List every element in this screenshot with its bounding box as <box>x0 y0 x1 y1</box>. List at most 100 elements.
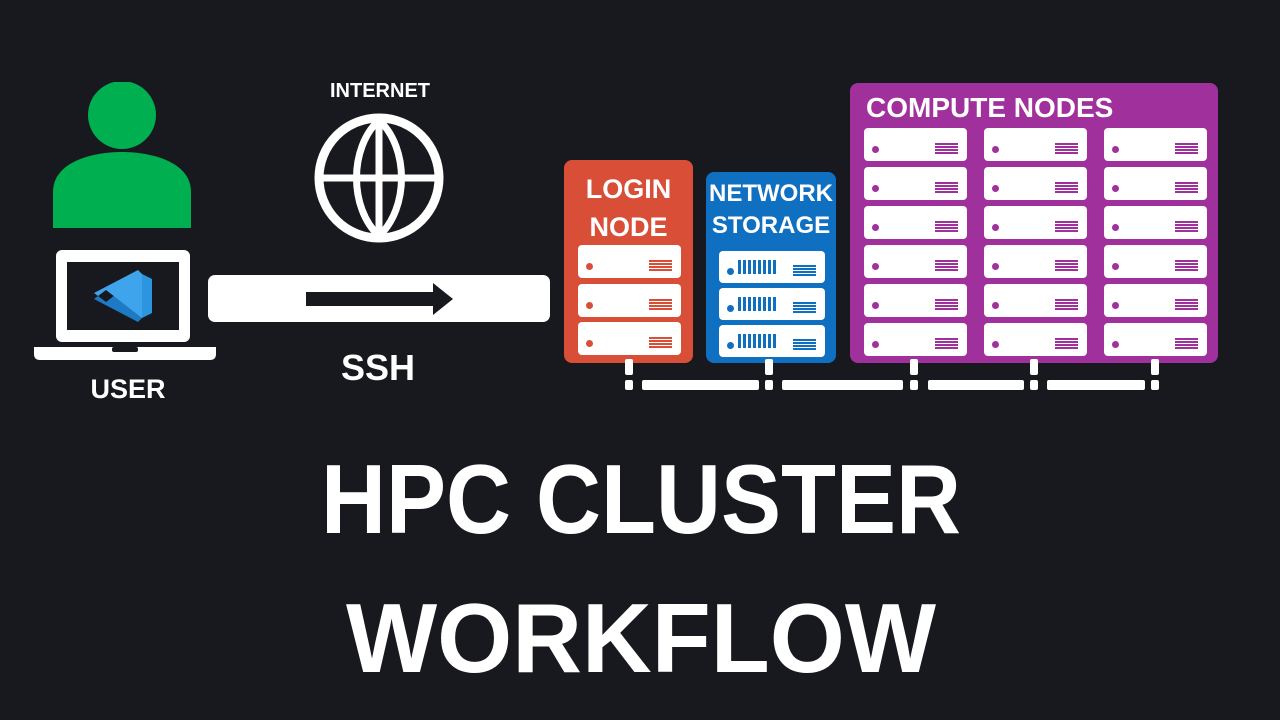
server-unit <box>984 323 1087 356</box>
login-node-title: LOGIN NODE <box>585 174 672 242</box>
server-unit <box>578 283 681 317</box>
network-cable <box>910 359 918 375</box>
status-led-icon <box>992 302 999 309</box>
vent-lines-icon <box>793 302 816 313</box>
network-cable <box>1030 380 1038 390</box>
vent-lines-icon <box>1175 338 1198 349</box>
server-unit <box>984 206 1087 239</box>
status-led-icon <box>872 146 879 153</box>
server-unit <box>864 167 967 200</box>
server-unit <box>864 245 967 278</box>
status-led-icon <box>992 185 999 192</box>
network-cable <box>910 380 918 390</box>
status-led-icon <box>872 224 879 231</box>
vent-lines-icon <box>1055 143 1078 154</box>
server-unit <box>864 206 967 239</box>
vent-lines-icon <box>649 260 672 271</box>
vent-lines-icon <box>935 182 958 193</box>
vent-lines-icon <box>1175 299 1198 310</box>
network-cable <box>625 359 633 375</box>
server-unit <box>984 245 1087 278</box>
status-led-icon <box>1112 302 1119 309</box>
server-unit <box>1104 284 1207 317</box>
server-unit <box>719 251 825 283</box>
server-unit <box>984 128 1087 161</box>
network-cable <box>782 380 903 390</box>
vent-lines-icon <box>1055 338 1078 349</box>
vent-lines-icon <box>1175 221 1198 232</box>
arrow-right-icon <box>306 283 453 315</box>
vent-lines-icon <box>1055 221 1078 232</box>
status-led-icon <box>1112 263 1119 270</box>
server-unit <box>719 325 825 357</box>
drive-bays-icon <box>738 297 776 311</box>
network-cable <box>1030 359 1038 375</box>
server-unit <box>578 322 681 355</box>
status-led-icon <box>992 146 999 153</box>
laptop-icon <box>34 250 216 360</box>
network-cable <box>625 380 633 390</box>
network-cable <box>765 359 773 375</box>
network-cable <box>765 380 773 390</box>
server-unit <box>1104 128 1207 161</box>
internet-label: INTERNET <box>330 80 430 102</box>
vent-lines-icon <box>793 339 816 350</box>
status-led-icon <box>586 301 593 309</box>
status-led-icon <box>727 305 734 312</box>
status-led-icon <box>727 268 734 275</box>
status-led-icon <box>727 342 734 349</box>
status-led-icon <box>1112 224 1119 231</box>
vent-lines-icon <box>1175 182 1198 193</box>
vent-lines-icon <box>1175 260 1198 271</box>
main-title: HPC CLUSTER WORKFLOW <box>321 444 961 693</box>
vent-lines-icon <box>935 221 958 232</box>
user-label: USER <box>90 374 166 404</box>
status-led-icon <box>992 224 999 231</box>
server-unit <box>578 245 681 278</box>
status-led-icon <box>992 263 999 270</box>
network-cable <box>642 380 759 390</box>
network-cable <box>1151 380 1159 390</box>
network-cable <box>928 380 1024 390</box>
vent-lines-icon <box>1175 143 1198 154</box>
globe-icon <box>314 113 444 243</box>
vent-lines-icon <box>793 265 816 276</box>
server-unit <box>1104 323 1207 356</box>
person-icon <box>53 82 191 228</box>
drive-bays-icon <box>738 334 776 348</box>
drive-bays-icon <box>738 260 776 274</box>
server-unit <box>719 288 825 320</box>
vent-lines-icon <box>1055 299 1078 310</box>
title-line-2: WORKFLOW <box>346 583 936 693</box>
status-led-icon <box>1112 146 1119 153</box>
vent-lines-icon <box>649 298 672 310</box>
vent-lines-icon <box>935 260 958 271</box>
server-unit <box>864 128 967 161</box>
status-led-icon <box>1112 341 1119 348</box>
status-led-icon <box>872 263 879 270</box>
status-led-icon <box>872 185 879 192</box>
vent-lines-icon <box>935 143 958 154</box>
vent-lines-icon <box>1055 260 1078 271</box>
network-cable <box>1047 380 1145 390</box>
status-led-icon <box>992 341 999 348</box>
server-unit <box>1104 167 1207 200</box>
vent-lines-icon <box>1055 182 1078 193</box>
vent-lines-icon <box>935 299 958 310</box>
compute-nodes-title: COMPUTE NODES <box>866 92 1114 123</box>
status-led-icon <box>586 263 593 270</box>
status-led-icon <box>586 340 593 347</box>
network-cable <box>1151 359 1159 375</box>
server-unit <box>984 167 1087 200</box>
server-unit <box>1104 245 1207 278</box>
ssh-label: SSH <box>340 347 416 388</box>
status-led-icon <box>1112 185 1119 192</box>
title-line-1: HPC CLUSTER <box>321 444 961 554</box>
server-unit <box>864 323 967 356</box>
network-storage-title: NETWORK STORAGE <box>709 180 833 239</box>
status-led-icon <box>872 302 879 309</box>
vent-lines-icon <box>935 338 958 349</box>
vent-lines-icon <box>649 337 672 348</box>
server-unit <box>864 284 967 317</box>
server-unit <box>984 284 1087 317</box>
